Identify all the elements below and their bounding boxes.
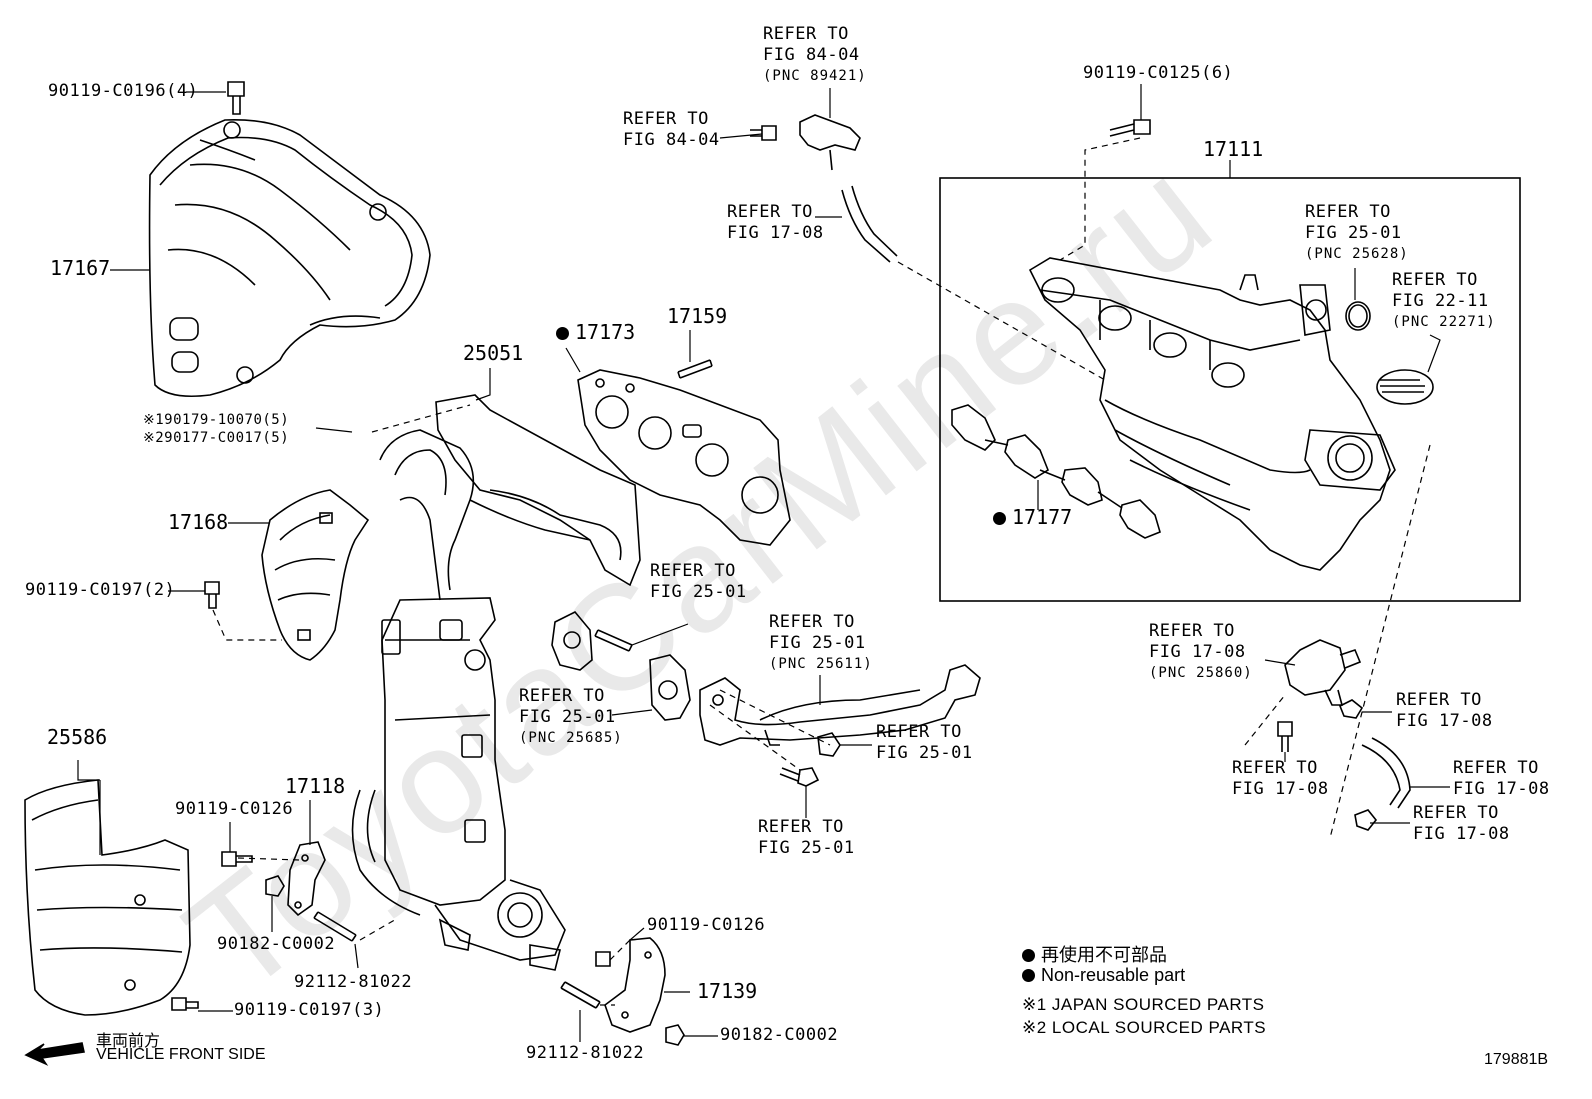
label-17167[interactable]: 17167 <box>50 256 111 280</box>
dashed-leaders <box>212 137 1431 1006</box>
legend-nonreusable: Non-reusable part <box>1022 965 1185 986</box>
label-90119-C0197-3[interactable]: 90119-C0197(3) <box>234 1000 385 1020</box>
hose-right <box>1361 737 1411 809</box>
exhaust-manifold-25051 <box>351 394 641 971</box>
stud-25-01 <box>594 629 633 652</box>
label-90119-C0126-a[interactable]: 90119-C0126 <box>175 799 294 819</box>
stud-17159 <box>677 359 713 379</box>
clip-lower <box>1354 809 1378 831</box>
legend-dot <box>1022 969 1035 982</box>
clip-upper <box>1338 699 1364 719</box>
label-17173[interactable]: 17173 <box>556 322 635 343</box>
bracket-17139 <box>604 937 666 1033</box>
heat-insulator-17168 <box>261 489 370 661</box>
label-290177-C0017[interactable]: ※290177-C0017(5) <box>143 430 290 446</box>
legend-note-2: ※2 LOCAL SOURCED PARTS <box>1022 1018 1267 1037</box>
label-25051[interactable]: 25051 <box>463 341 524 365</box>
nut-25-01 <box>817 732 841 757</box>
bolt-90119-C0197-3 <box>171 997 199 1011</box>
stud-92112-81022-b <box>560 981 601 1009</box>
label-90119-C0126-b[interactable]: 90119-C0126 <box>647 915 766 935</box>
hose-refer-17-08 <box>841 185 898 263</box>
label-90119-C0196[interactable]: 90119-C0196(4) <box>48 81 199 101</box>
bolt-25-01 <box>779 767 820 787</box>
label-90182-C0002-a[interactable]: 90182-C0002 <box>217 934 336 954</box>
non-reusable-dot <box>556 327 569 340</box>
heat-insulator-25586 <box>24 779 191 1016</box>
label-17111[interactable]: 17111 <box>1203 137 1264 161</box>
legend-jp: 再使用不可部品 <box>1022 941 1167 967</box>
label-17159[interactable]: 17159 <box>667 304 728 328</box>
label-190179-10070[interactable]: ※190179-10070(5) <box>143 412 290 428</box>
heat-insulator-17167 <box>148 118 431 398</box>
label-90182-C0002-b[interactable]: 90182-C0002 <box>720 1025 839 1045</box>
vehicle-front-jp: 車両前方 <box>96 1033 161 1050</box>
gasket-17173 <box>577 369 791 546</box>
label-17118[interactable]: 17118 <box>285 774 346 798</box>
bolt-90119-C0125 <box>1109 119 1151 137</box>
bolt-vsv <box>1277 721 1293 752</box>
bolt-90119-C0196 <box>227 81 245 115</box>
bolt-refer-84-04 <box>750 125 777 141</box>
label-90119-C0197-2[interactable]: 90119-C0197(2) <box>25 580 176 600</box>
gasket-17177 <box>951 404 1161 539</box>
intake-manifold-17111 <box>1028 257 1396 571</box>
figure-id: 179881B <box>1484 1051 1549 1068</box>
label-92112-81022-b[interactable]: 92112-81022 <box>526 1043 645 1063</box>
label-17139[interactable]: 17139 <box>697 979 758 1003</box>
label-92112-81022-a[interactable]: 92112-81022 <box>294 972 413 992</box>
gasket-25685 <box>649 654 691 721</box>
label-90119-C0125[interactable]: 90119-C0125(6) <box>1083 63 1234 83</box>
bolt-90119-C0126-b <box>595 951 611 967</box>
non-reusable-dot <box>993 512 1006 525</box>
stud-92112-81022-a <box>313 911 357 942</box>
nut-90182-C0002-a <box>265 875 285 897</box>
front-arrow <box>24 1042 85 1066</box>
gasket-22271 <box>1376 369 1434 405</box>
sensor-upper <box>799 114 861 171</box>
label-25586[interactable]: 25586 <box>47 725 108 749</box>
o-ring-25628 <box>1345 301 1371 331</box>
label-17168[interactable]: 17168 <box>168 510 229 534</box>
gasket-flange <box>551 611 593 671</box>
bracket-17118 <box>287 841 326 917</box>
label-17177[interactable]: 17177 <box>993 507 1072 528</box>
legend-note-1: ※1 JAPAN SOURCED PARTS <box>1022 995 1265 1014</box>
vsv-25860 <box>1284 639 1362 706</box>
legend-dot <box>1022 949 1035 962</box>
nut-90182-C0002-b <box>665 1024 685 1046</box>
vehicle-front-en: VEHICLE FRONT SIDE <box>96 1046 266 1063</box>
leader-lines <box>77 84 1450 1042</box>
bolt-90119-C0197-2 <box>204 581 220 609</box>
